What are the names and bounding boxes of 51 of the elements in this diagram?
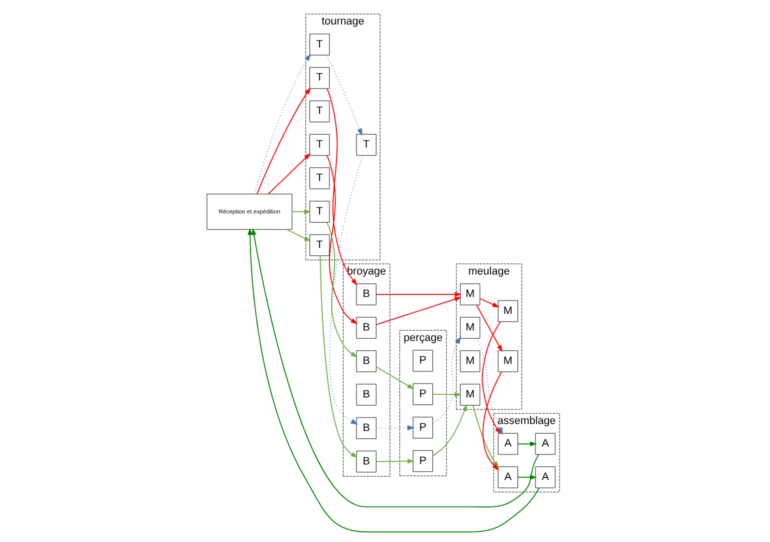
node-box: B — [356, 417, 376, 439]
node-box: P — [412, 416, 433, 438]
arrow — [320, 255, 358, 458]
node-box: P — [412, 350, 433, 372]
node-box: T — [310, 134, 330, 156]
node-box: M — [460, 350, 480, 372]
arrow — [376, 425, 415, 430]
node-box: P — [412, 383, 433, 406]
node-box: M — [498, 350, 518, 372]
arrow — [376, 458, 414, 464]
node-box: A — [498, 433, 518, 455]
node-box: T — [310, 100, 330, 122]
arrow — [326, 222, 358, 358]
node-box: B — [356, 284, 376, 306]
node-box: T — [310, 67, 330, 89]
arrow — [376, 296, 462, 326]
node-box: A — [498, 466, 518, 488]
node-box: P — [412, 450, 433, 472]
arrow — [286, 229, 312, 242]
node-box: T — [310, 234, 330, 256]
arrow — [432, 336, 462, 424]
node-box: T — [310, 167, 330, 190]
arrow — [326, 155, 358, 324]
arrow — [268, 153, 311, 194]
arrow — [476, 304, 502, 352]
node-box: B — [356, 450, 376, 472]
arrow — [517, 441, 537, 446]
arrow — [432, 404, 467, 456]
node-box: T — [310, 34, 330, 56]
node-box: M — [460, 384, 480, 406]
node-box: M — [498, 300, 518, 322]
node-box: B — [356, 350, 376, 372]
arrow — [329, 155, 364, 425]
node-box: B — [356, 384, 376, 406]
arrow — [480, 298, 500, 308]
arrow — [254, 54, 311, 194]
arrow — [472, 404, 499, 468]
arrow — [376, 292, 462, 297]
node-box: M — [460, 284, 480, 306]
node-box: T — [356, 134, 376, 156]
node-box: M — [460, 316, 480, 339]
arrow — [432, 392, 462, 397]
arrow — [326, 54, 362, 136]
arrow — [292, 209, 312, 214]
arrow — [376, 366, 414, 390]
arrow — [256, 87, 311, 194]
node-box: T — [310, 200, 330, 223]
node-box: A — [535, 433, 556, 455]
node-box: B — [356, 316, 376, 339]
node-box: A — [535, 466, 556, 488]
arrow — [326, 88, 358, 286]
